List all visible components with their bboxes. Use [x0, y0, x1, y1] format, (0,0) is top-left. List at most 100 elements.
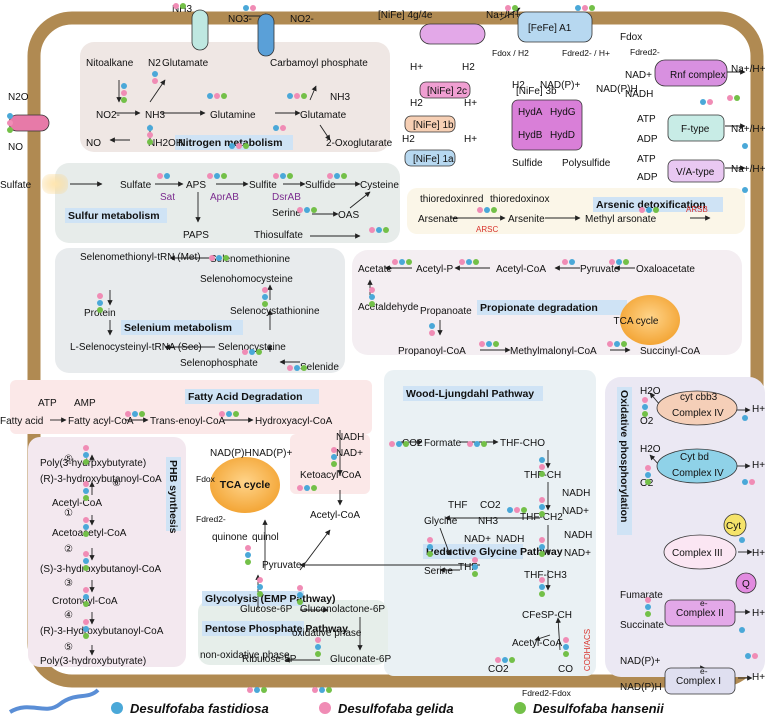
glycolysis-gluconolactone-label: Gluconolactone-6P	[300, 604, 385, 615]
wl-formate-label: Formate	[424, 438, 462, 449]
sulfur-panel	[55, 163, 400, 243]
propionate-methylmalonyl-label: Methylmalonyl-CoA	[510, 346, 597, 357]
species-dot	[539, 537, 545, 543]
oxphos-h1-label: H+	[752, 404, 765, 415]
species-dot	[262, 301, 268, 307]
selenium-selmet-label: Selenomethionine	[210, 254, 290, 265]
species-dot	[512, 5, 518, 11]
hydrogenase-h_2-label: H+	[464, 98, 477, 109]
species-dot	[7, 120, 13, 126]
phb-panel	[28, 437, 186, 667]
species-dot	[341, 173, 347, 179]
arsenic-arsenite-label: Arsenite	[508, 214, 545, 225]
species-dot	[752, 653, 758, 659]
phb-rhb2-label: (R)-3-Hydroxybutanoyl-CoA	[40, 626, 164, 637]
species-dot	[83, 565, 89, 571]
species-dot	[125, 411, 131, 417]
arsenic-title-text: Arsenic detoxification	[596, 199, 706, 211]
species-dot	[7, 127, 13, 133]
membrane-nh3-label: NH3	[172, 4, 192, 15]
species-dot	[742, 415, 748, 421]
complex-iv-a	[656, 390, 738, 426]
wl-title-heading: Wood-Ljungdahl Pathway	[403, 386, 543, 401]
tca-panel	[290, 434, 370, 494]
selenium-selhomo-label: Selenohomocysteine	[200, 274, 293, 285]
species-dot	[575, 5, 581, 11]
species-dot	[429, 330, 435, 336]
species-dot	[83, 481, 89, 487]
wl-fdred-label: Fdred2-	[522, 688, 552, 698]
heading-background	[617, 387, 632, 535]
phb-s3-label: ③	[64, 578, 73, 589]
species-dot	[376, 227, 382, 233]
nitrogen-nh3b-label: NH3	[330, 92, 350, 103]
oxphos-e-label: e-	[700, 598, 708, 608]
legend-dot-fastidiosa	[111, 702, 123, 714]
membrane-adp1-label: ADP	[637, 134, 658, 145]
species-dot	[273, 125, 279, 131]
species-dot	[563, 644, 569, 650]
ppp-nonox-label: non-oxidative phase	[200, 650, 290, 661]
sulfur-sulfite-label: Sulfite	[249, 180, 277, 191]
legend: Desulfofaba fastidiosa Desulfofaba gelid…	[111, 701, 664, 716]
species-dot	[507, 507, 513, 513]
species-dot	[427, 551, 433, 557]
species-dot	[83, 558, 89, 564]
species-dot	[539, 511, 545, 517]
species-dot	[250, 5, 256, 11]
species-dot	[369, 294, 375, 300]
phb-title-text: PHB synthesis	[167, 460, 179, 534]
species-dot	[221, 173, 227, 179]
membrane-fefe-label: [FeFe] A1	[528, 23, 572, 34]
species-dot	[121, 90, 127, 96]
membrane-adp2-label: ADP	[637, 172, 658, 183]
oxphos-o21-label: O2	[640, 416, 654, 427]
nitrogen-glutamate-label: Glutamate	[162, 58, 209, 69]
species-dot	[474, 441, 480, 447]
sulfur-aps-label: APS	[186, 180, 206, 191]
species-dot	[83, 626, 89, 632]
tca-cycle-blob	[620, 295, 680, 345]
sulfur-title-text: Sulfur metabolism	[68, 210, 160, 222]
species-dot	[645, 611, 651, 617]
species-dot	[623, 259, 629, 265]
oxphos-h5-label: H+	[752, 672, 765, 683]
glycine-title-text: Reductive Glycine Pathway	[426, 546, 563, 558]
sulfur-papps-label: PAPS	[183, 230, 209, 241]
glycine-nh3-label: NH3	[478, 516, 498, 527]
species-dot	[207, 173, 213, 179]
fatty-nadh-label: NADH	[336, 432, 364, 443]
phb-s4-label: ④	[64, 610, 73, 621]
vatype-complex	[667, 159, 725, 183]
species-dot	[7, 113, 13, 119]
species-dot	[247, 687, 253, 693]
ppp-ribulose-label: Ribulose-5P	[242, 654, 297, 665]
nitrogen-glutamine-label: Glutamine	[210, 110, 256, 121]
species-dot	[219, 411, 225, 417]
species-dot	[477, 207, 483, 213]
tca-cycle-blob-2	[210, 457, 280, 513]
wl-co2-label: CO2	[402, 438, 423, 449]
selenium-protein-label: Protein	[84, 308, 116, 319]
species-dot	[83, 601, 89, 607]
tca-nadp-label: NAD(P)+	[252, 448, 292, 459]
species-dot	[645, 604, 651, 610]
species-dot	[745, 653, 751, 659]
species-dot	[521, 507, 527, 513]
species-dot	[645, 597, 651, 603]
species-dot	[152, 71, 158, 77]
hydrogenase-nife3b-label: [NiFe] 3b	[516, 86, 557, 97]
species-dot	[582, 5, 588, 11]
membrane-vatype-label: V/A-type	[676, 167, 715, 178]
ppp-title-heading: Pentose Phosphate Pathway	[202, 621, 348, 636]
membrane-n2o-label: N2O	[8, 92, 29, 103]
arsenic-title-heading: Arsenic detoxification	[593, 197, 723, 212]
species-dot	[97, 307, 103, 313]
glycine-thf2-label: THF	[458, 562, 477, 573]
hydrogenase-polysulfide-label: Polysulfide	[562, 158, 611, 169]
species-dot	[609, 259, 615, 265]
selenium-selmet_trna-label: Selenomethionyl-tRN (Met)	[80, 252, 201, 263]
selenium-selcysta-label: Selenocystathionine	[230, 306, 320, 317]
species-dot	[389, 441, 395, 447]
